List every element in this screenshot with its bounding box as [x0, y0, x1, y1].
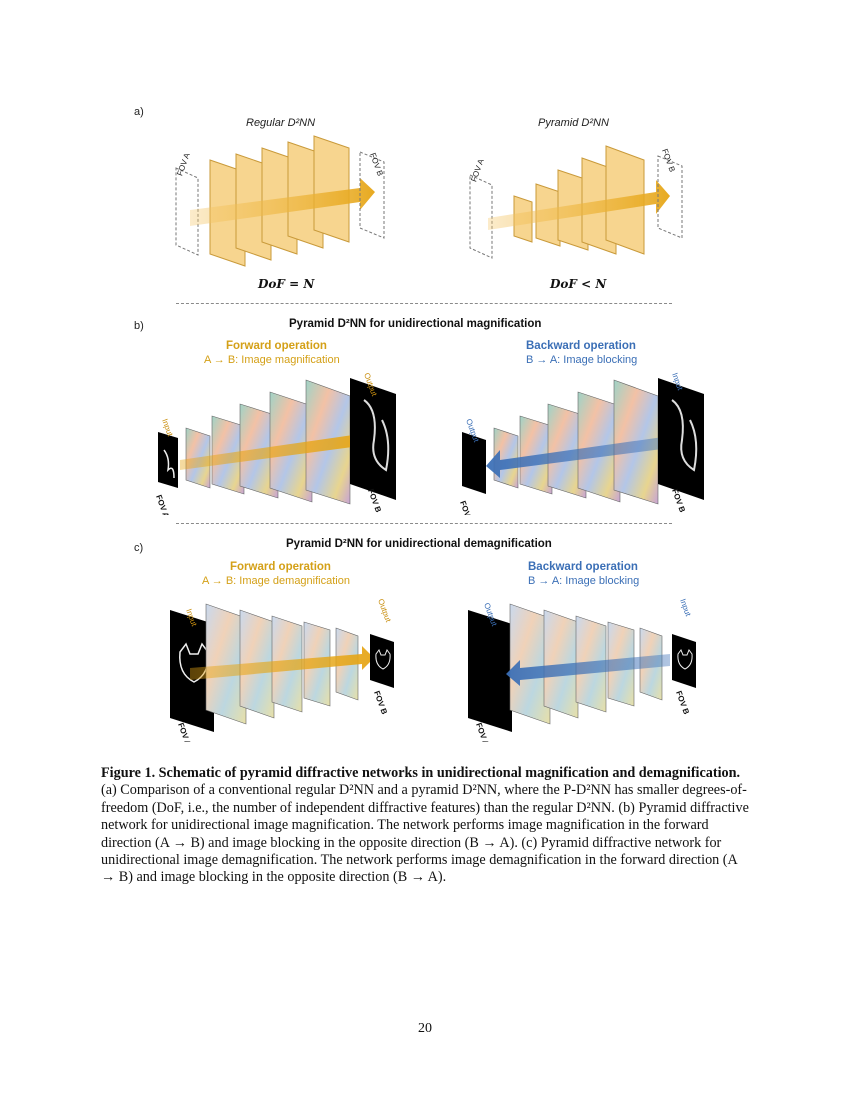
fov-b-label: FOV B	[368, 152, 385, 178]
c-forward-beam	[190, 646, 374, 680]
c-back-input-label: Input	[678, 598, 693, 619]
c-backward-title: Backward operation	[528, 561, 638, 573]
c-backward-network: Output FOV A Input FOV B	[468, 598, 696, 742]
c-forward-sub: A → B: Image demagnification	[202, 575, 350, 587]
c-fov-b-output-image	[370, 634, 394, 688]
forward-beam	[190, 178, 375, 226]
panel-b-title: Pyramid D²NN for unidirectional magnific…	[289, 318, 542, 330]
c-back-fov-b-label: FOV B	[674, 690, 691, 716]
panel-c-title: Pyramid D²NN for unidirectional demagnif…	[286, 538, 552, 550]
divider-bc	[176, 523, 672, 524]
fov-b-label-right: FOV B	[660, 148, 677, 174]
b-backward-sub: B → A: Image blocking	[526, 354, 638, 366]
panel-b-diagram: Input FOV A Output FOV B Output FOV A In…	[154, 372, 704, 515]
c-fov-a-blocked-image	[468, 610, 512, 732]
b-fov-a-label: FOV A	[154, 494, 171, 515]
b-forward-sub: A → B: Image magnification	[204, 354, 340, 366]
c-fov-b-label: FOV B	[372, 690, 389, 716]
c-forward-network: Input FOV A Output FOV B	[170, 598, 394, 742]
pyramid-d2nn-title: Pyramid D²NN	[538, 117, 609, 129]
b-forward-beam	[180, 424, 372, 470]
regular-d2nn-title: Regular D²NN	[246, 117, 316, 129]
regular-layers	[209, 135, 350, 267]
b-forward-title: Forward operation	[226, 340, 327, 352]
fov-b-plane	[359, 151, 385, 239]
fov-b-back-input-image	[658, 378, 704, 500]
c-output-label: Output	[376, 598, 393, 624]
regular-dof: DoF = N	[258, 277, 315, 291]
panel-b-letter: b)	[134, 320, 144, 332]
caption-text: (a) Comparison of a conventional regular…	[101, 782, 749, 886]
figure-caption: Figure 1. Schematic of pyramid diffracti…	[101, 765, 751, 887]
b-forward-network: Input FOV A Output FOV B	[154, 372, 396, 515]
divider-ab	[176, 303, 672, 304]
c-backward-sub: B → A: Image blocking	[528, 575, 640, 587]
b-backward-network: Output FOV A Input FOV B	[458, 372, 704, 515]
fov-a-label-right: FOV A	[469, 157, 486, 183]
page-number: 20	[418, 1021, 432, 1036]
pyramid-network: FOV A FOV B	[469, 145, 683, 259]
b-backward-beam	[486, 436, 670, 478]
c-fov-b-back-input-image	[672, 634, 696, 688]
panel-a-diagram: FOV A FOV B FOV A FOV B	[175, 135, 683, 267]
c-backward-beam	[506, 654, 670, 686]
fov-a-blocked-image	[462, 432, 486, 494]
c-fov-a-label: FOV A	[176, 722, 193, 742]
caption-label: Figure 1. Schematic of pyramid diffracti…	[101, 765, 741, 781]
panel-c-letter: c)	[134, 542, 144, 554]
c-forward-title: Forward operation	[230, 561, 331, 573]
fov-a-plane	[175, 167, 199, 256]
fov-b-output-image	[350, 378, 396, 500]
pyramid-dof: DoF < N	[550, 277, 607, 291]
c-back-fov-a-label: FOV A	[474, 722, 491, 742]
b-back-fov-a-label: FOV A	[458, 500, 475, 515]
panel-a-letter: a)	[134, 106, 144, 118]
b-backward-title: Backward operation	[526, 340, 636, 352]
panel-c-diagram: Input FOV A Output FOV B Output FOV A In…	[170, 598, 696, 742]
fov-a-label: FOV A	[175, 151, 192, 177]
regular-network: FOV A FOV B	[175, 135, 385, 267]
